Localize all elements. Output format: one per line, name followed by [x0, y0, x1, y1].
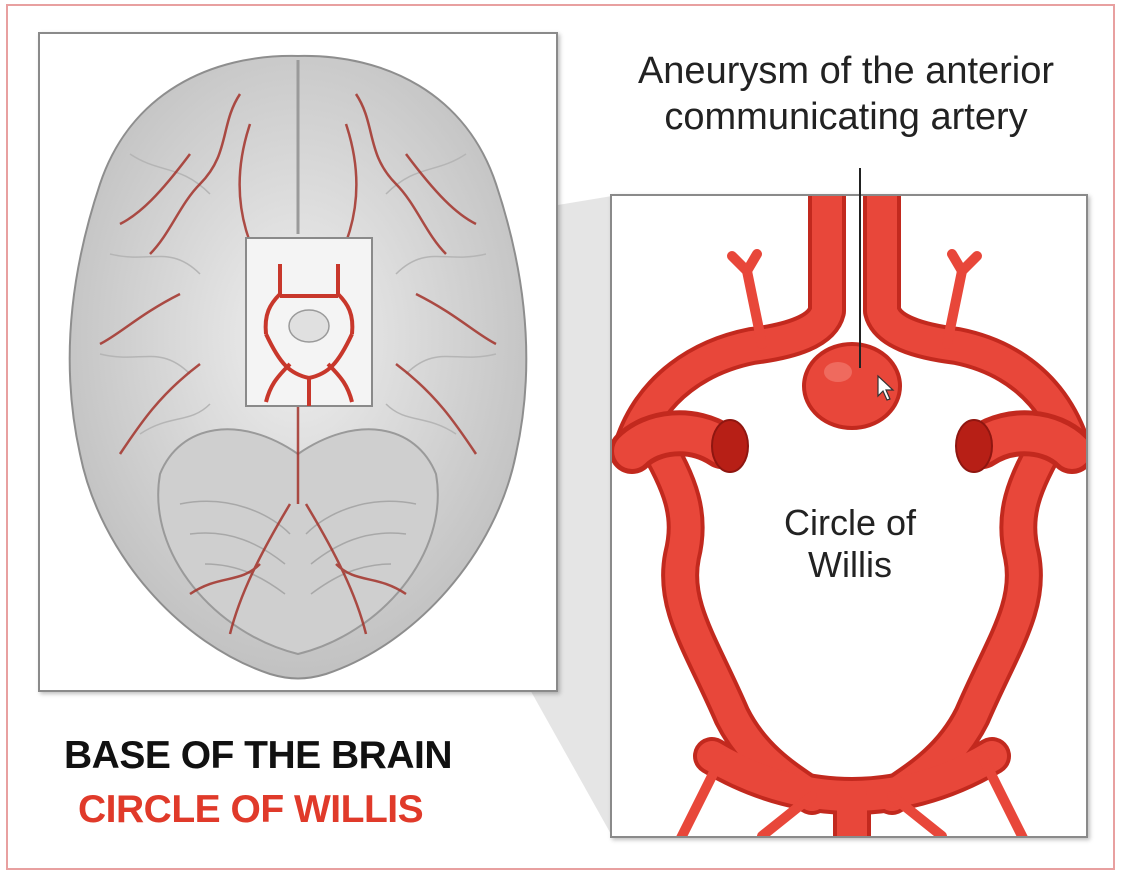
title-base-of-brain: BASE OF THE BRAIN: [64, 734, 452, 778]
circle-of-willis-label: Circle of Willis: [760, 502, 940, 586]
brain-illustration: [40, 34, 556, 690]
aneurysm-label-line2: communicating artery: [576, 94, 1116, 140]
brain-base-panel: [38, 32, 558, 692]
aneurysm-label: Aneurysm of the anterior communicating a…: [576, 48, 1116, 140]
aneurysm-label-line1: Aneurysm of the anterior: [576, 48, 1116, 94]
aneurysm-bulb: [804, 344, 900, 428]
title-circle-of-willis: CIRCLE OF WILLIS: [78, 788, 423, 832]
willis-label-line1: Circle of: [760, 502, 940, 544]
willis-label-line2: Willis: [760, 544, 940, 586]
